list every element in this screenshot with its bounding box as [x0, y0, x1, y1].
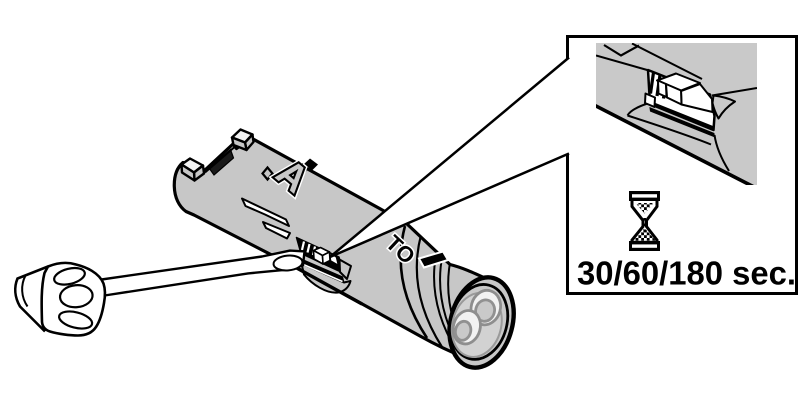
svg-text:30/60/180 sec.: 30/60/180 sec.: [577, 255, 796, 292]
